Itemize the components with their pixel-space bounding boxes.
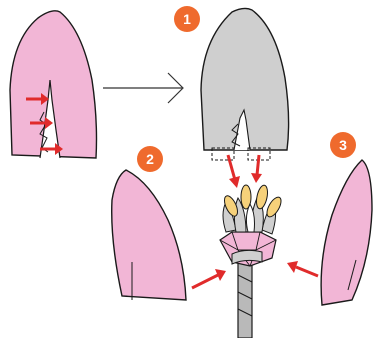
down-arrow	[251, 155, 262, 183]
step-badge-3: 3	[330, 132, 356, 158]
step-badge-1: 1	[174, 6, 200, 32]
flower-assembly	[220, 184, 284, 338]
pink-petal-step-3-shape	[321, 160, 372, 305]
transition-arrow	[103, 73, 183, 103]
step-number-1: 1	[183, 11, 191, 27]
pink-petal-step-2-shape	[112, 170, 186, 300]
down-arrow	[228, 155, 240, 188]
pink-petal-step-2	[112, 170, 186, 300]
step-number-2: 2	[146, 151, 154, 167]
attach-arrow-right	[287, 261, 318, 276]
grey-petal	[201, 8, 289, 188]
step-number-3: 3	[339, 137, 347, 153]
attach-arrow-left	[192, 269, 226, 288]
step-badge-2: 2	[137, 146, 163, 172]
pink-petal-step-3	[321, 160, 372, 305]
yellow-stamen	[255, 184, 270, 210]
pink-petal-left	[10, 11, 97, 158]
